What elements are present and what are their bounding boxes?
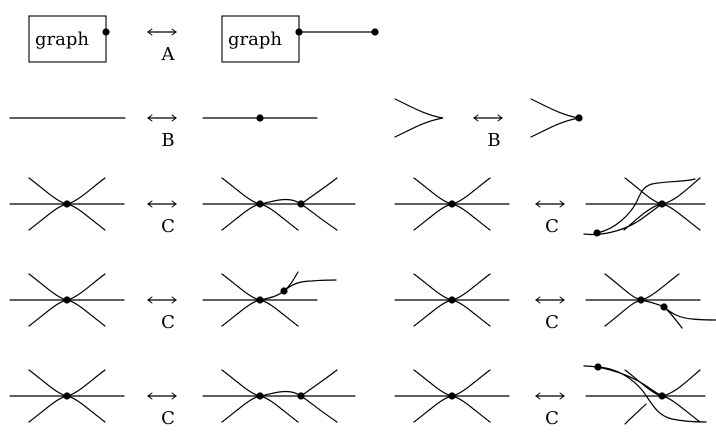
- move-a-label: A: [161, 44, 176, 65]
- move-c4-left: [394, 273, 510, 327]
- vertex-dot: [256, 114, 264, 122]
- move-b2-left: [394, 98, 444, 138]
- move-a-arrow: [147, 28, 177, 36]
- graph-box: [221, 15, 300, 63]
- move-c5-arrow: [147, 392, 177, 400]
- move-c5-left: [9, 369, 125, 423]
- vertex-dot: [371, 28, 379, 36]
- move-c5-label: C: [161, 408, 175, 429]
- move-b1-right: [202, 114, 318, 122]
- move-c5-right: [202, 369, 356, 423]
- move-c6-right: [583, 363, 707, 425]
- move-c2-arrow: [535, 200, 565, 208]
- move-b2-right: [530, 98, 583, 138]
- vertex-dot: [575, 114, 583, 122]
- move-a-right: graph: [221, 15, 379, 63]
- move-b2-arrow: [473, 114, 503, 122]
- move-b1-arrow: [147, 114, 177, 122]
- move-c6-arrow: [535, 392, 565, 400]
- move-c4-right: [585, 273, 716, 329]
- move-c3-left: [9, 273, 125, 327]
- move-c2-right: [583, 177, 706, 237]
- vertex-dot: [102, 28, 110, 36]
- cusp-curve: [394, 98, 444, 138]
- move-c1-arrow: [147, 200, 177, 208]
- move-c1-right: [202, 177, 356, 231]
- move-c4-arrow: [535, 296, 565, 304]
- move-c3-arrow: [147, 296, 177, 304]
- graph-box: [28, 15, 107, 63]
- move-c2-left: [394, 177, 510, 231]
- graph-box-label: graph: [228, 29, 282, 50]
- move-c3-right: [202, 271, 337, 327]
- move-c1-left: [9, 177, 125, 231]
- move-c4-label: C: [545, 312, 559, 333]
- move-c2-label: C: [545, 216, 559, 237]
- cusp-curve: [530, 98, 580, 138]
- move-b1-label: B: [161, 130, 174, 151]
- move-c6-left: [394, 369, 510, 423]
- graph-box-label: graph: [35, 29, 89, 50]
- move-c1-label: C: [161, 216, 175, 237]
- move-a-left: graph: [28, 15, 110, 63]
- move-c3-label: C: [161, 312, 175, 333]
- move-c6-label: C: [545, 408, 559, 429]
- move-b2-label: B: [487, 130, 500, 151]
